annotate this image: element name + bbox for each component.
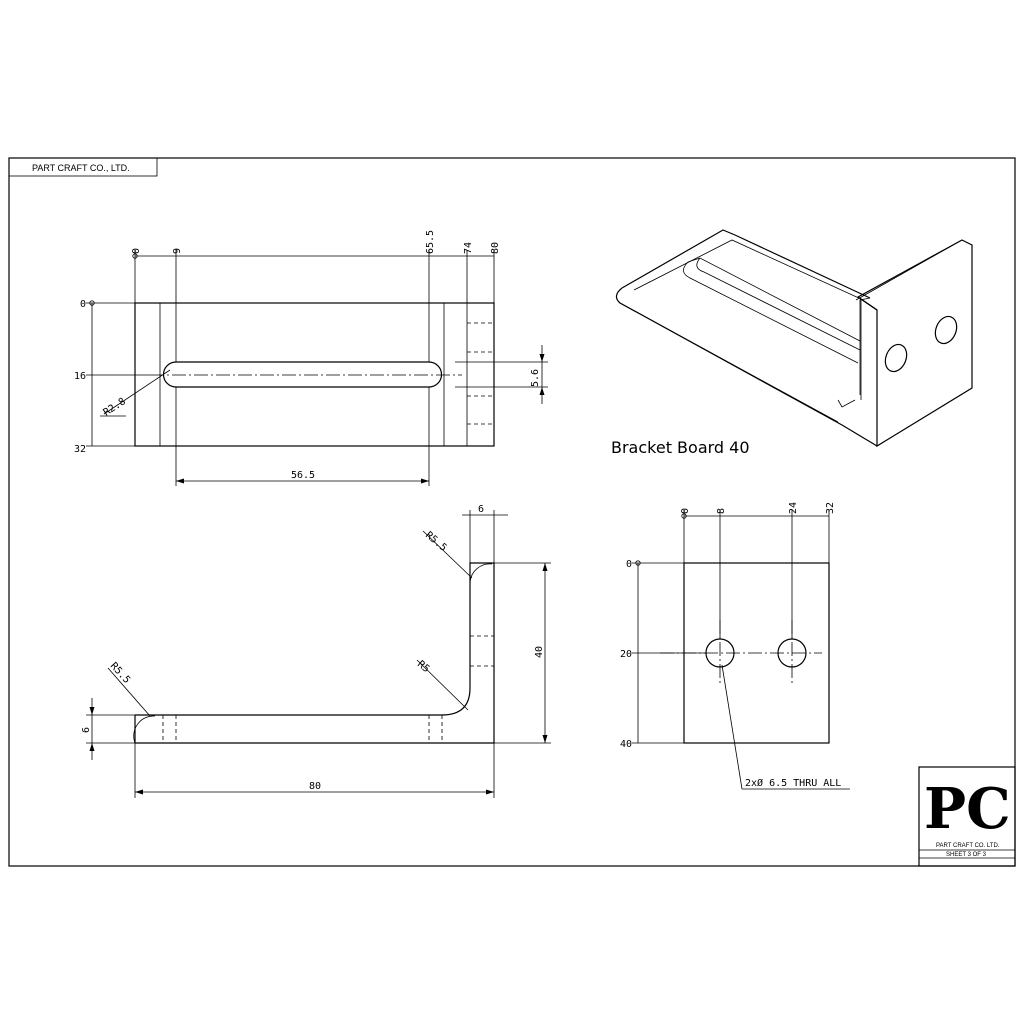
iso-hole-2 [934,315,958,345]
top-y-ord-1: 16 [74,371,86,382]
top-y-ord-0: 0 [80,299,86,310]
top-view-hidden-holes [467,322,494,425]
slot-radius-leader [103,369,171,415]
flange-thickness-label: 6 [478,504,484,515]
isometric-view [615,229,973,448]
title-block: PC PART CRAFT CO. LTD. SHEET 3 OF 3 [918,766,1016,867]
iso-hole-1 [884,343,908,373]
inner-radius-leader [416,659,469,711]
slot-length-label: 56.5 [291,470,315,481]
hole-note: 2xØ 6.5 THRU ALL [745,777,841,789]
length-label: 80 [309,781,321,792]
side-view-outline [135,562,495,744]
inner-radius-label: R5 [415,659,431,675]
end-x-ord-0: 0 [680,508,691,514]
end-radius-leader [107,667,151,717]
top-view: 0 9 65.5 74 80 0 16 32 R2.8 56.5 5.6 [74,230,548,486]
slot-radius-label: R2.8 [102,396,128,418]
sheet-border [8,157,1016,867]
end-y-ord-1: 20 [620,649,632,660]
end-view: 0 8 24 32 0 20 40 2xØ 6.5 THRU ALL [620,502,850,790]
base-thickness-label: 6 [81,727,92,733]
top-x-ord-3: 74 [463,242,474,254]
end-x-ord-1: 8 [716,508,727,514]
top-x-ord-0: 0 [131,248,142,254]
logo-mark: PC [924,776,1011,842]
top-x-ord-1: 9 [172,248,183,254]
end-y-ord-2: 40 [620,739,632,750]
side-end-radius-arc [133,715,156,744]
end-x-ord-3: 32 [825,502,836,514]
title-block-company: PART CRAFT CO. LTD. [936,843,1000,849]
hole-note-leader [721,664,743,790]
company-label: PART CRAFT CO., LTD. [32,163,130,173]
end-x-ord-2: 24 [788,502,799,514]
end-y-ord-0: 0 [626,559,632,570]
side-top-radius-arc [469,563,493,583]
side-view: 6 R5.5 R5 R5.5 6 40 80 [81,504,551,798]
slot-width-label: 5.6 [530,369,541,387]
slot [162,361,443,388]
top-radius-leader [422,530,473,579]
sheet-number: SHEET 3 OF 3 [946,852,987,858]
height-label: 40 [534,646,545,658]
part-title: Bracket Board 40 [611,438,750,457]
top-x-ord-4: 80 [490,242,501,254]
top-y-ord-2: 32 [74,444,86,455]
top-view-outline [134,302,495,447]
top-radius-label: R5.5 [423,530,449,554]
top-x-ord-2: 65.5 [425,230,436,254]
company-label-box [8,157,158,177]
